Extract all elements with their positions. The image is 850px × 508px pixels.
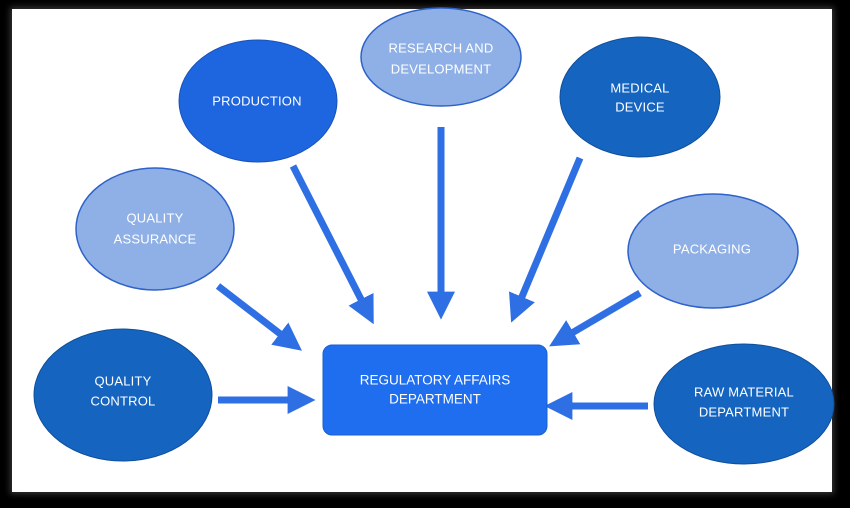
center-label-line2: DEPARTMENT — [389, 392, 481, 407]
packaging-label: PACKAGING — [673, 241, 751, 256]
arrow-production — [289, 164, 374, 325]
quality-assurance-line2: ASSURANCE — [114, 231, 197, 246]
center-label-line1: REGULATORY AFFAIRS — [360, 373, 511, 388]
research-line1: RESEARCH AND — [389, 40, 494, 55]
production-label: PRODUCTION — [212, 93, 301, 108]
node-research-development: RESEARCH AND DEVELOPMENT — [360, 7, 522, 107]
quality-assurance-line1: QUALITY — [126, 210, 183, 225]
node-quality-assurance: QUALITY ASSURANCE — [75, 167, 235, 291]
raw-material-line2: DEPARTMENT — [699, 404, 789, 419]
regulatory-affairs-box: REGULATORY AFFAIRS DEPARTMENT — [322, 344, 548, 436]
node-raw-material: RAW MATERIAL DEPARTMENT — [653, 343, 835, 465]
node-production: PRODUCTION — [178, 39, 338, 163]
node-packaging: PACKAGING — [627, 193, 799, 309]
raw-material-line1: RAW MATERIAL — [694, 384, 794, 399]
quality-control-line2: CONTROL — [91, 393, 156, 408]
medical-device-line2: DEVICE — [615, 99, 665, 114]
research-line2: DEVELOPMENT — [391, 61, 491, 76]
quality-control-line1: QUALITY — [94, 373, 151, 388]
node-medical-device: MEDICAL DEVICE — [559, 36, 721, 158]
medical-device-line1: MEDICAL — [610, 80, 669, 95]
node-quality-control: QUALITY CONTROL — [33, 328, 213, 462]
arrow-packaging — [549, 289, 642, 347]
arrow-quality-assurance — [215, 283, 302, 351]
arrow-medical-device — [509, 156, 584, 323]
